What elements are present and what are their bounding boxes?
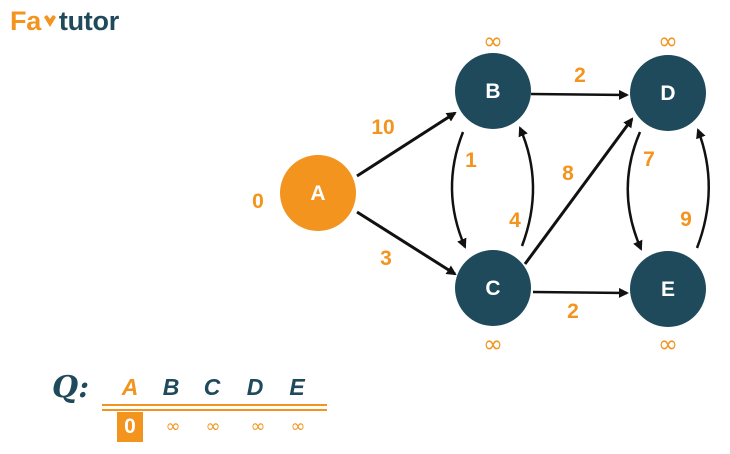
edge-e-d bbox=[695, 128, 710, 249]
queue-value-b: ∞ bbox=[165, 416, 181, 437]
weight-a-b: 10 bbox=[371, 116, 394, 139]
weight-c-d: 8 bbox=[562, 162, 574, 185]
edge-c-e bbox=[532, 287, 629, 298]
node-d: D bbox=[630, 55, 706, 131]
node-b-label: B bbox=[485, 80, 500, 103]
queue-value-c: ∞ bbox=[205, 416, 221, 437]
distance-c: ∞ bbox=[483, 330, 503, 358]
weight-c-b: 4 bbox=[509, 209, 521, 232]
weight-a-c: 3 bbox=[380, 247, 392, 270]
edge-b-c bbox=[450, 131, 467, 249]
queue-header-a: A bbox=[121, 374, 139, 400]
distance-e: ∞ bbox=[658, 330, 678, 358]
edge-b-d bbox=[530, 89, 629, 100]
queue-rule-bottom bbox=[102, 409, 327, 411]
node-c-label: C bbox=[485, 277, 500, 300]
queue-header-e: E bbox=[289, 374, 305, 400]
edge-d-e bbox=[626, 131, 643, 251]
node-a-label: A bbox=[310, 182, 325, 205]
weight-d-e: 7 bbox=[643, 148, 655, 171]
weight-c-e: 2 bbox=[567, 300, 579, 323]
logo-text-fa: Fa bbox=[10, 5, 41, 36]
weight-b-c: 1 bbox=[465, 149, 477, 172]
edge-c-d bbox=[523, 117, 634, 265]
node-e-label: E bbox=[661, 278, 675, 301]
logo-text-tutor: tutor bbox=[58, 5, 119, 36]
queue-value-a: 0 bbox=[117, 412, 143, 442]
weight-e-d: 9 bbox=[680, 208, 692, 231]
queue-header-b: B bbox=[162, 374, 180, 400]
node-b: B bbox=[455, 53, 531, 129]
edge-c-b bbox=[518, 126, 535, 247]
node-e: E bbox=[630, 251, 706, 327]
favtutor-logo: Fa tutor bbox=[10, 4, 119, 38]
distance-d: ∞ bbox=[658, 27, 678, 55]
edge-a-c bbox=[356, 210, 457, 276]
edge-a-b bbox=[356, 111, 457, 178]
node-d-label: D bbox=[660, 82, 675, 105]
queue-header-d: D bbox=[246, 374, 264, 400]
queue-header-c: C bbox=[203, 374, 221, 400]
queue-rule-top bbox=[102, 404, 327, 406]
queue-value-d: ∞ bbox=[250, 416, 266, 437]
queue-value-e: ∞ bbox=[290, 416, 306, 437]
node-c: C bbox=[455, 250, 531, 326]
distance-a: 0 bbox=[252, 190, 264, 213]
priority-queue: Q: A B C D E 0 ∞ ∞ ∞ ∞ bbox=[52, 368, 342, 452]
heart-check-icon bbox=[43, 15, 56, 27]
distance-b: ∞ bbox=[483, 27, 503, 55]
weight-b-d: 2 bbox=[574, 64, 586, 87]
queue-symbol: Q: bbox=[52, 370, 90, 405]
node-a: A bbox=[280, 155, 356, 231]
